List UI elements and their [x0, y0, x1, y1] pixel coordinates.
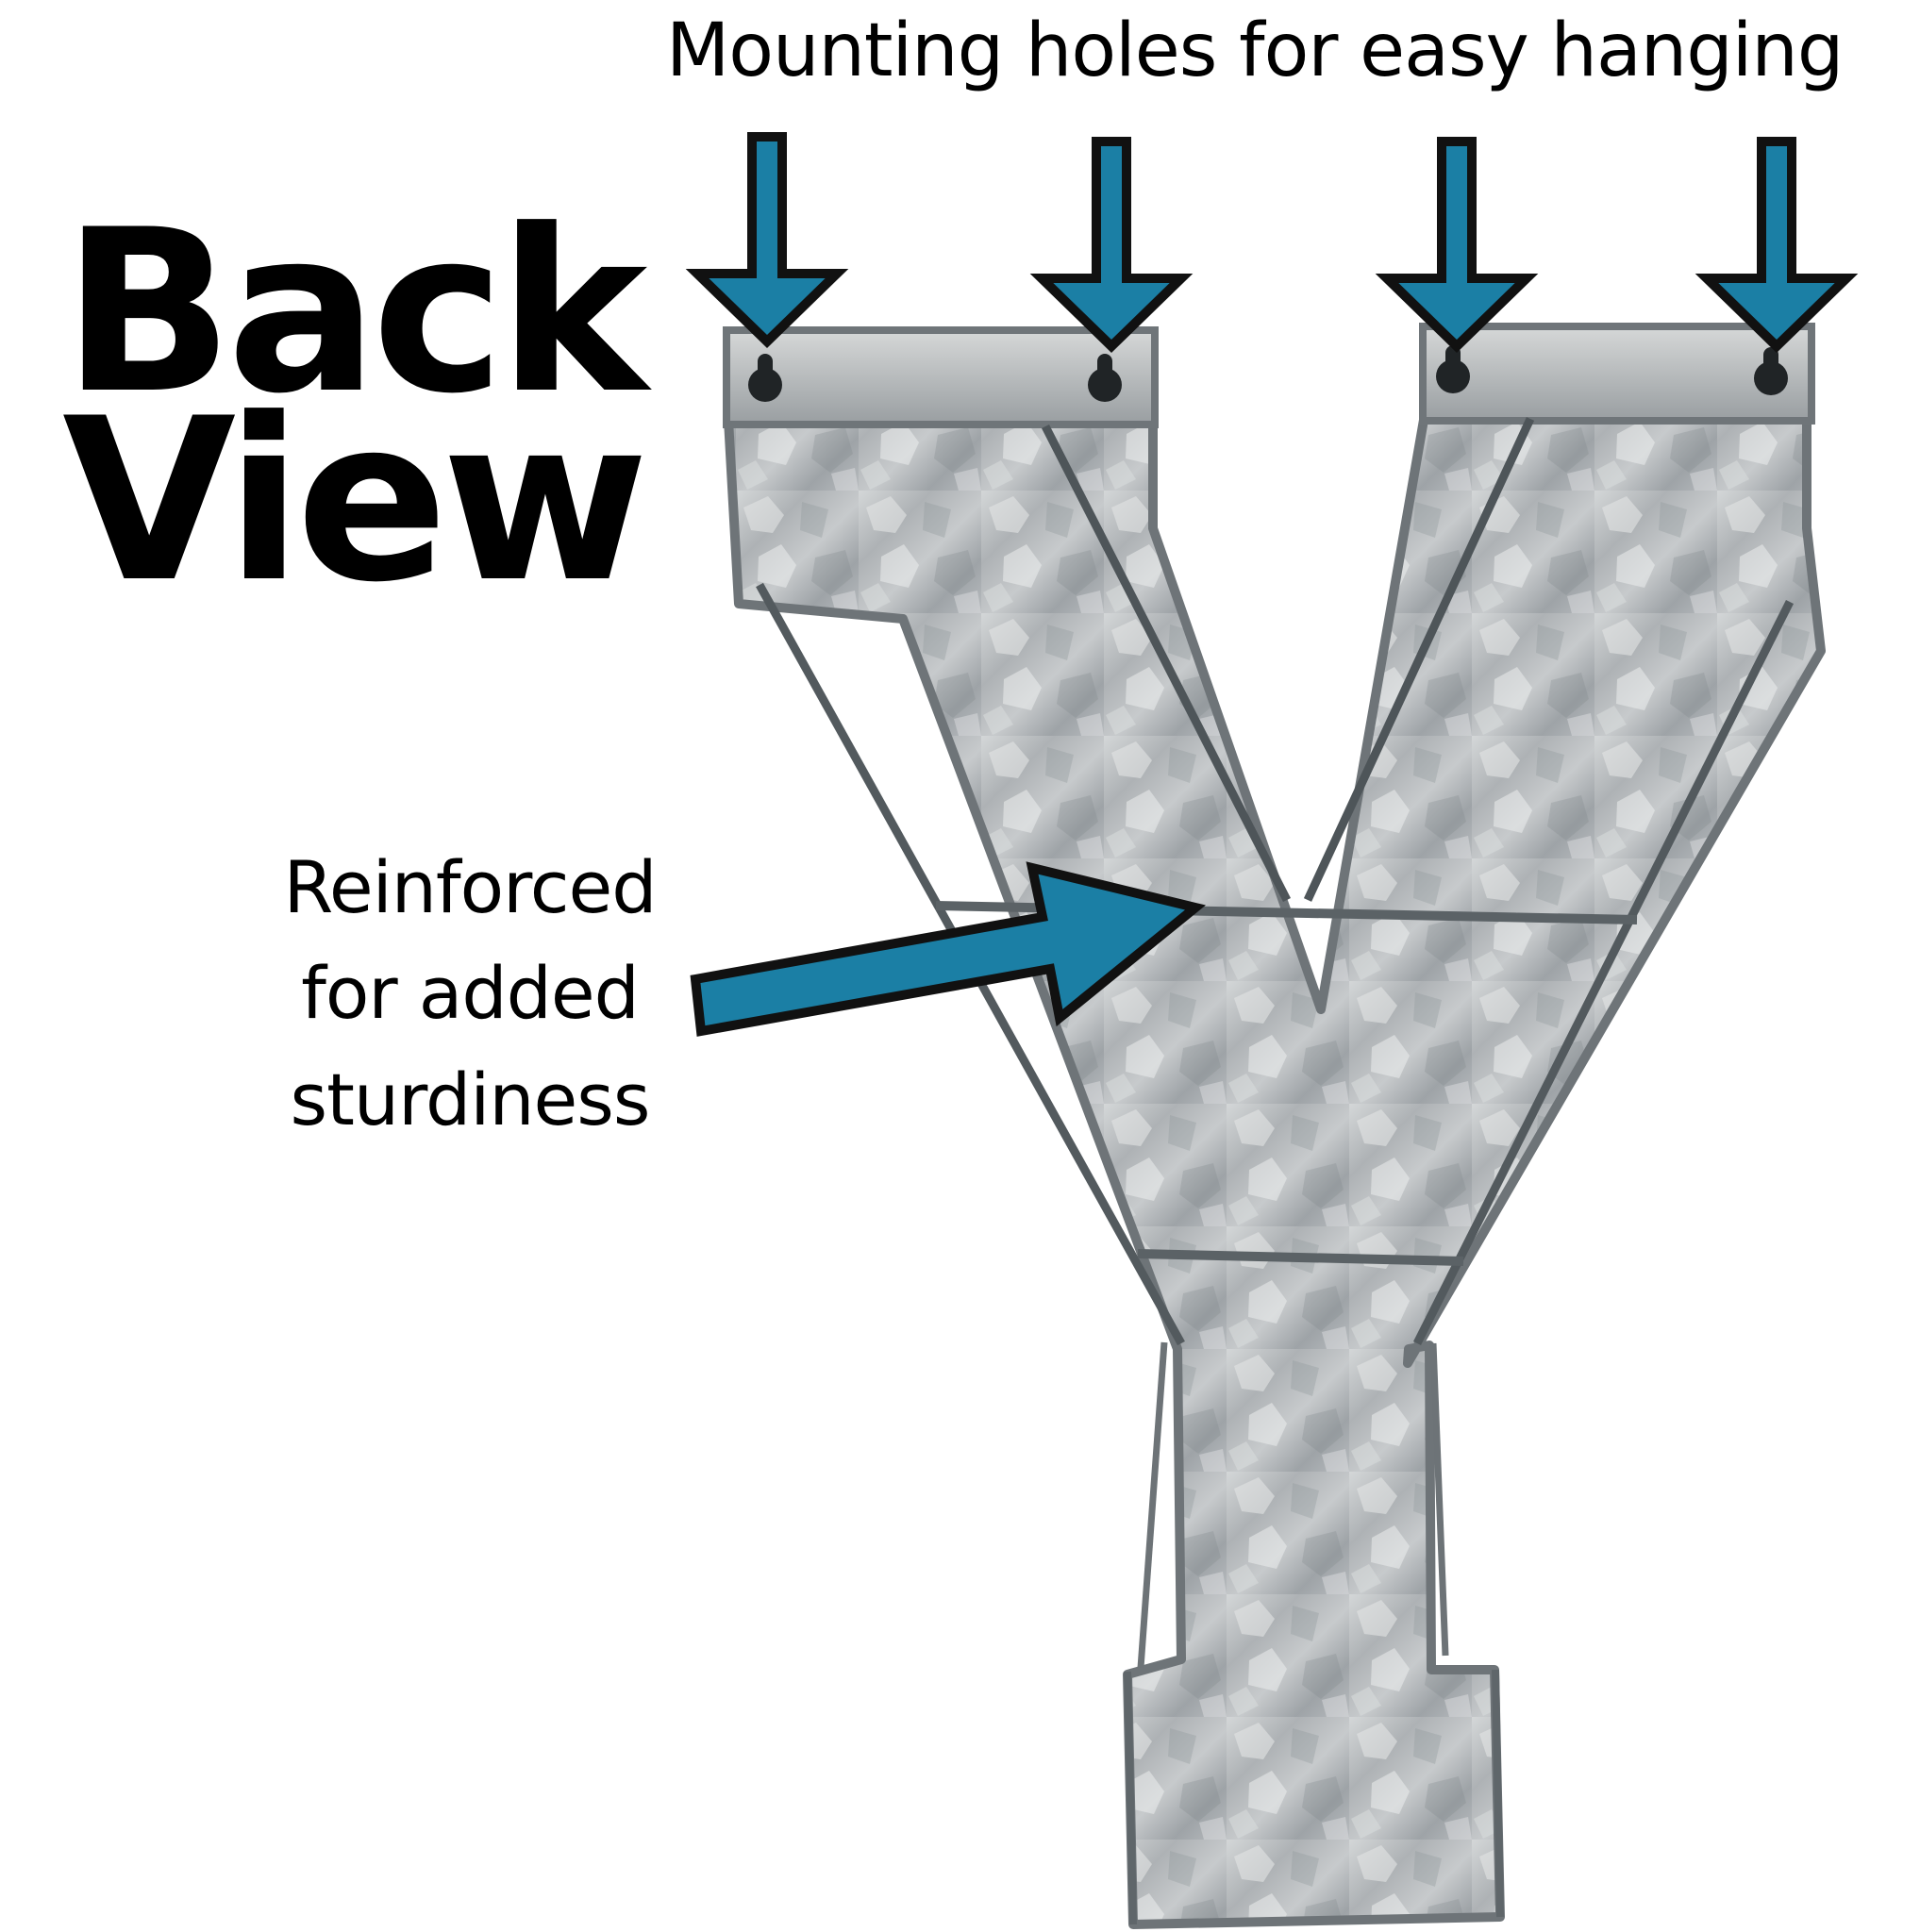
down-arrow-icon [685, 132, 849, 348]
right-arrow-icon [690, 861, 1206, 1037]
base-right-edge [1492, 1669, 1504, 1918]
down-arrow-icon [1029, 137, 1194, 353]
metal-letter-y [723, 323, 1826, 1929]
title-line-2: View [62, 370, 649, 632]
reinforced-callout: Reinforced for added sturdiness [253, 835, 687, 1153]
right-inner-edge [1303, 417, 1535, 902]
down-arrow-icon [1375, 137, 1539, 353]
mounting-hole-4 [1754, 347, 1788, 395]
page-title: Back View [62, 182, 649, 632]
reinforced-callout-line-2: for added [301, 951, 640, 1036]
base-left-edge [1124, 1671, 1137, 1925]
reinforced-callout-line-1: Reinforced [283, 845, 657, 929]
reinforced-callout-line-3: sturdiness [290, 1057, 651, 1141]
letter-y-backplate [724, 399, 1826, 1929]
mounting-callout: Mounting holes for easy hanging [666, 8, 1844, 93]
right-outer-edge [1412, 599, 1795, 1346]
mounting-hole-2 [1088, 354, 1122, 402]
left-inner-edge [1041, 424, 1292, 903]
mounting-hole-1 [748, 354, 782, 402]
stem-right-edge [1429, 1342, 1449, 1657]
left-mounting-rail [723, 326, 1159, 428]
mounting-arrows [685, 132, 1859, 353]
mounting-hole-3 [1436, 345, 1470, 393]
down-arrow-icon [1695, 137, 1859, 353]
lower-reinforcement-bar [1137, 1249, 1464, 1266]
title-line-1: Back [62, 182, 647, 443]
stem-left-edge [1137, 1341, 1168, 1669]
right-mounting-rail [1419, 323, 1815, 425]
